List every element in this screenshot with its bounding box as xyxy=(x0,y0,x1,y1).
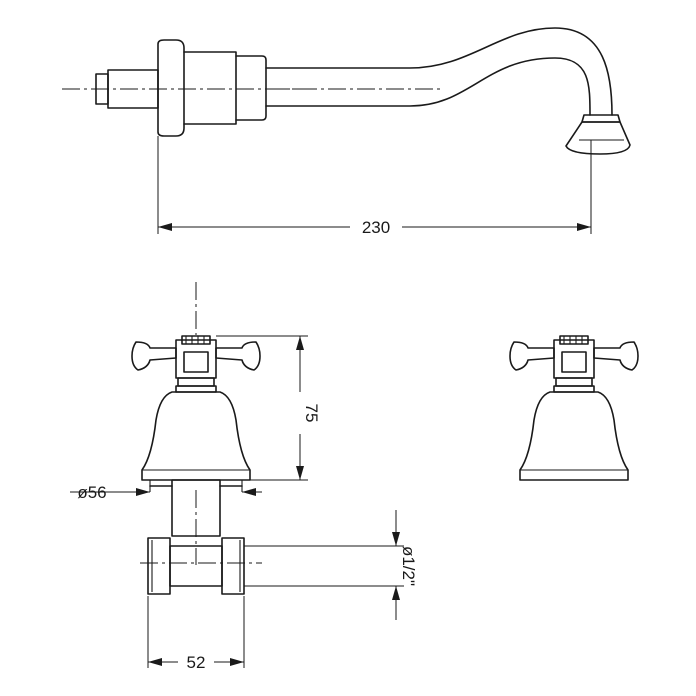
right-valve xyxy=(509,335,639,481)
dimension-label-56: ø56 xyxy=(77,483,106,502)
left-valve xyxy=(131,282,262,595)
dimension-56: ø56 xyxy=(70,483,262,502)
spout xyxy=(62,27,631,228)
dimension-label-75: 75 xyxy=(302,404,321,423)
dimension-75: 75 xyxy=(216,335,321,481)
dimension-thread: ø1/2" xyxy=(244,510,418,620)
dimension-230: 230 xyxy=(157,136,592,237)
dimension-52: 52 xyxy=(147,596,245,672)
dimension-label-230: 230 xyxy=(362,218,390,237)
dimension-label-thread: ø1/2" xyxy=(399,546,418,586)
dimension-label-52: 52 xyxy=(187,653,206,672)
